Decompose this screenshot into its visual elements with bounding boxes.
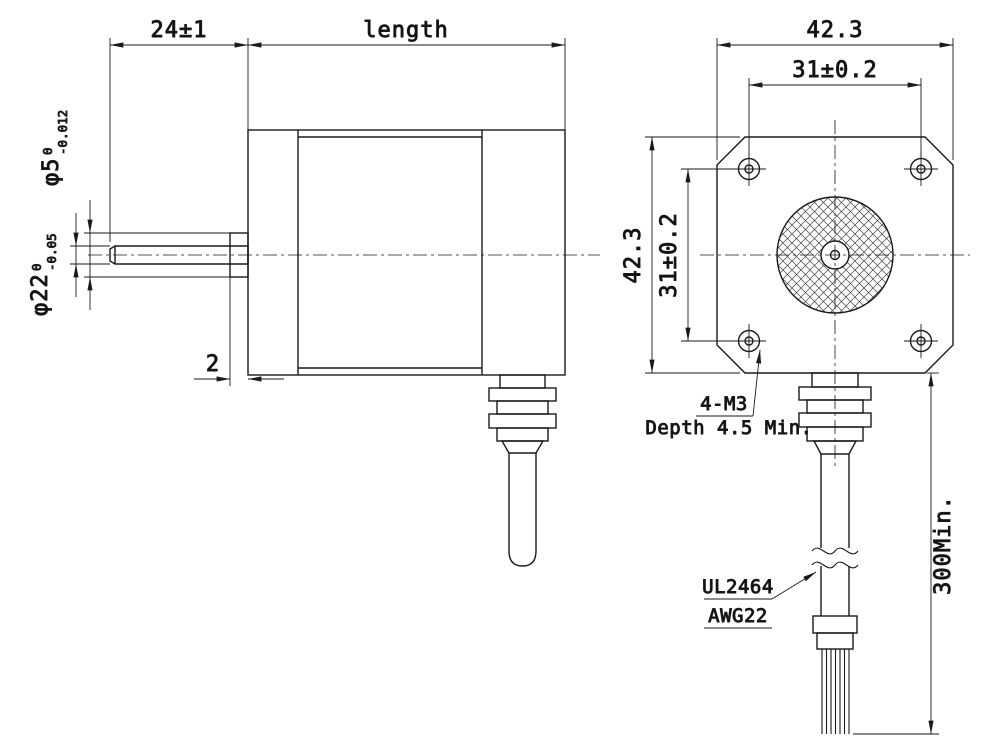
- flange-outline: [716, 136, 954, 374]
- dim-hole-pitch-horizontal-label: 31±0.2: [792, 58, 877, 83]
- dim-hole-pitch-vertical-label: 31±0.2: [657, 212, 682, 297]
- mounting-hole-callout-line2: Depth 4.5 Min.: [645, 417, 812, 439]
- cable-spec-line1: UL2464: [702, 576, 774, 598]
- dim-flange-height-label: 42.3: [621, 227, 646, 284]
- front-view: 42.3 31±0.2 42.3 31±0.2 4-M3 Dept: [621, 18, 970, 735]
- dim-flange-width-label: 42.3: [807, 18, 864, 43]
- dim-shaft-diameter-label: φ5: [39, 158, 64, 187]
- cable-gland-front: [798, 372, 872, 650]
- dim-pilot-diameter-label: φ22: [28, 273, 53, 316]
- cable-spec-callout: UL2464 AWG22: [702, 571, 817, 629]
- mounting-hole-callout: 4-M3 Depth 4.5 Min.: [645, 349, 813, 439]
- dim-shaft-diameter-tol-lower: -0.012: [55, 110, 70, 155]
- dim-flange-height: 42.3: [621, 136, 740, 374]
- side-view: 24±1 length φ5 0 -0.012: [28, 18, 600, 567]
- mounting-hole-centermarks: [732, 152, 938, 358]
- dim-boss-protrusion-label: 2: [206, 352, 220, 377]
- dim-body-length-label: length: [363, 18, 448, 43]
- dim-hole-pitch-horizontal: 31±0.2: [748, 58, 922, 157]
- mounting-hole-callout-line1: 4-M3: [700, 393, 748, 415]
- cable-break-mark: [811, 561, 859, 569]
- dim-cable-length-label: 300Min.: [931, 495, 956, 595]
- dim-pilot-diameter: φ22 0 -0.05: [28, 200, 230, 316]
- cable-side: [508, 453, 537, 567]
- dim-shaft-length-label: 24±1: [151, 18, 208, 43]
- dim-pilot-diameter-tol-lower: -0.05: [44, 233, 59, 271]
- wire-bundle: [821, 649, 850, 734]
- dim-shaft-length: 24±1: [109, 18, 249, 242]
- motor-housing: [247, 129, 566, 376]
- dim-body-length: length: [248, 18, 566, 130]
- cable-ferrule: [812, 615, 858, 634]
- motor-shaft: [109, 245, 249, 265]
- cable-gland-side: [488, 374, 557, 567]
- motor-body-side: [109, 129, 566, 376]
- dim-cable-length: 300Min.: [853, 372, 956, 735]
- dim-hole-pitch-vertical: 31±0.2: [657, 168, 737, 342]
- dim-flange-width: 42.3: [716, 18, 954, 160]
- cable-break-mark: [811, 547, 859, 555]
- dim-boss-protrusion: 2: [194, 277, 284, 386]
- dim-shaft-diameter-tol-upper: 0: [40, 147, 55, 155]
- dim-pilot-diameter-tol-upper: 0: [29, 263, 44, 271]
- cable-spec-line2: AWG22: [708, 605, 768, 627]
